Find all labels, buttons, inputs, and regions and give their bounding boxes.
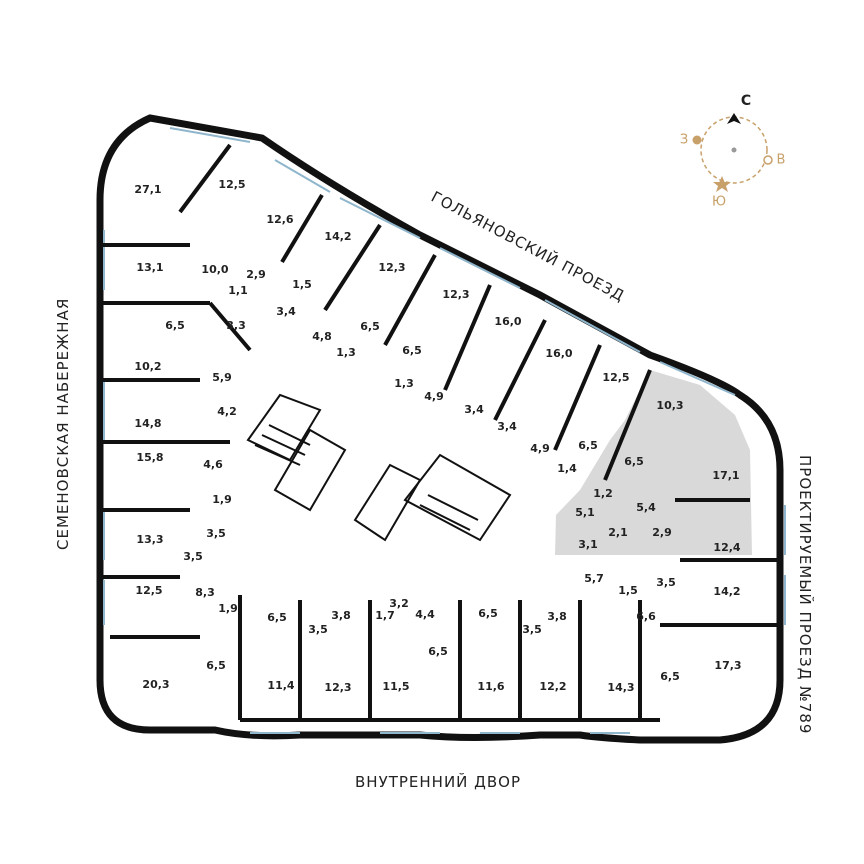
room-area: 6,5 xyxy=(267,611,287,624)
room-area: 3,8 xyxy=(331,609,351,622)
room-area: 12,3 xyxy=(378,261,405,274)
room-area: 13,3 xyxy=(136,533,163,546)
room-area: 12,5 xyxy=(218,178,245,191)
room-area: 8,3 xyxy=(195,586,215,599)
room-area: 1,9 xyxy=(212,493,232,506)
room-area: 3,4 xyxy=(497,420,517,433)
room-area: 6,6 xyxy=(636,610,656,623)
room-area: 10,0 xyxy=(201,263,228,276)
room-area: 11,6 xyxy=(477,680,504,693)
room-area: 1,5 xyxy=(618,584,638,597)
room-area: 1,5 xyxy=(292,278,312,291)
compass-center-dot xyxy=(731,147,737,153)
room-area: 4,4 xyxy=(415,608,435,621)
room-area: 1,2 xyxy=(593,487,613,500)
compass-west-label: З xyxy=(680,133,688,148)
room-area: 6,5 xyxy=(478,607,498,620)
room-area: 1,9 xyxy=(218,602,238,615)
compass-north-label: С xyxy=(741,93,751,109)
room-area: 5,7 xyxy=(584,572,604,585)
room-area: 3,5 xyxy=(522,623,542,636)
room-area: 1,3 xyxy=(394,377,414,390)
room-area: 15,8 xyxy=(136,451,163,464)
room-area: 1,1 xyxy=(228,284,248,297)
street-label-east: ПРОЕКТИРУЕМЫЙ ПРОЕЗД №789 xyxy=(796,455,815,734)
compass: С З В Ю xyxy=(680,93,786,210)
room-area: 3,5 xyxy=(308,623,328,636)
compass-south-label: Ю xyxy=(712,195,726,210)
room-area: 12,3 xyxy=(324,681,351,694)
room-area: 1,7 xyxy=(375,609,395,622)
room-area: 14,2 xyxy=(324,230,351,243)
room-area: 2,9 xyxy=(652,526,672,539)
building-outline xyxy=(96,114,784,744)
room-area: 3,5 xyxy=(656,576,676,589)
room-area: 12,5 xyxy=(602,371,629,384)
south-star-icon xyxy=(713,176,731,192)
room-area: 3,3 xyxy=(226,319,246,332)
street-label-south: ВНУТРЕННИЙ ДВОР xyxy=(355,772,521,791)
room-area: 6,5 xyxy=(360,320,380,333)
room-area: 4,2 xyxy=(217,405,237,418)
room-area: 2,9 xyxy=(246,268,266,281)
street-label-west: СЕМЕНОВСКАЯ НАБЕРЕЖНАЯ xyxy=(54,298,72,550)
room-area: 6,5 xyxy=(578,439,598,452)
room-area: 5,9 xyxy=(212,371,232,384)
room-area: 2,1 xyxy=(608,526,628,539)
stair-cores xyxy=(246,393,512,542)
room-area: 1,3 xyxy=(336,346,356,359)
room-area: 6,5 xyxy=(206,659,226,672)
room-area: 3,1 xyxy=(578,538,598,551)
room-area: 14,8 xyxy=(134,417,161,430)
room-area: 6,5 xyxy=(624,455,644,468)
room-area: 12,4 xyxy=(713,541,740,554)
room-area: 4,8 xyxy=(312,330,332,343)
room-area: 6,5 xyxy=(402,344,422,357)
room-area: 4,9 xyxy=(424,390,444,403)
room-area: 3,5 xyxy=(206,527,226,540)
highlighted-apartment[interactable] xyxy=(555,370,752,555)
room-area: 27,1 xyxy=(134,183,161,196)
room-area: 6,5 xyxy=(660,670,680,683)
room-area: 17,1 xyxy=(712,469,739,482)
room-area: 10,3 xyxy=(656,399,683,412)
window-bands xyxy=(103,127,786,734)
room-area: 14,3 xyxy=(607,681,634,694)
room-area: 12,2 xyxy=(539,680,566,693)
room-area: 16,0 xyxy=(545,347,572,360)
compass-east-label: В xyxy=(777,153,786,168)
room-area: 11,4 xyxy=(267,679,294,692)
room-area: 3,4 xyxy=(464,403,484,416)
room-area: 3,5 xyxy=(183,550,203,563)
room-area: 16,0 xyxy=(494,315,521,328)
room-area: 17,3 xyxy=(714,659,741,672)
room-area: 4,6 xyxy=(203,458,223,471)
room-area: 12,6 xyxy=(266,213,293,226)
room-area: 6,5 xyxy=(165,319,185,332)
room-area: 5,4 xyxy=(636,501,656,514)
room-area: 12,3 xyxy=(442,288,469,301)
room-area: 1,4 xyxy=(557,462,577,475)
room-area: 4,9 xyxy=(530,442,550,455)
room-area: 5,1 xyxy=(575,506,595,519)
room-area: 12,5 xyxy=(135,584,162,597)
room-area: 20,3 xyxy=(142,678,169,691)
room-area: 3,8 xyxy=(547,610,567,623)
room-area: 6,5 xyxy=(428,645,448,658)
room-area: 14,2 xyxy=(713,585,740,598)
room-area: 10,2 xyxy=(134,360,161,373)
north-arrow-icon xyxy=(727,113,741,124)
west-marker-icon xyxy=(692,135,702,145)
room-area: 11,5 xyxy=(382,680,409,693)
room-area: 3,4 xyxy=(276,305,296,318)
room-labels: 27,1 12,5 12,6 14,2 12,3 12,3 16,0 16,0 … xyxy=(134,178,741,694)
room-area: 3,2 xyxy=(389,597,409,610)
room-area: 13,1 xyxy=(136,261,163,274)
interior-walls xyxy=(100,143,780,722)
east-marker-icon xyxy=(763,155,773,165)
